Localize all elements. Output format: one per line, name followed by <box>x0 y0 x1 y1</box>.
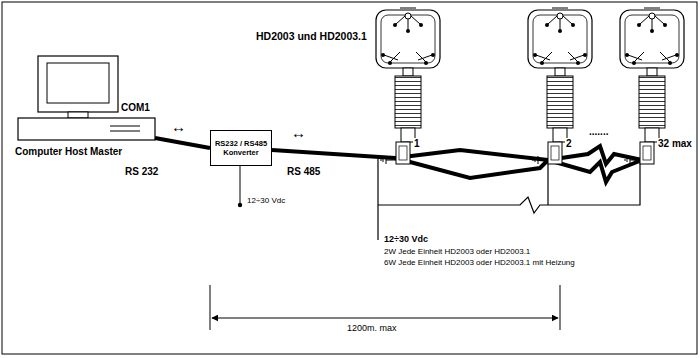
dimension-label: 1200m. max <box>346 323 398 333</box>
bus-name: RS 485 <box>286 166 321 178</box>
box-text: RS232 / RS485 Konverter <box>214 139 268 157</box>
power-note: 2W Jede Einheit HD2003 oder HD2003.1 <box>383 247 531 256</box>
bus-name: RS 232 <box>124 166 159 178</box>
unit-number: 2 <box>565 138 573 150</box>
computer-name: Computer Host Master <box>14 146 123 158</box>
port-name: COM1 <box>120 102 151 114</box>
supply-voltage: 12÷30 Vdc <box>383 234 429 244</box>
converter-box: RS232 / RS485 Konverter <box>210 130 272 166</box>
direction-arrow: ↔ <box>170 118 187 135</box>
direction-arrow: ↔ <box>290 124 307 141</box>
device-title: HD2003 und HD2003.1 <box>255 30 368 42</box>
ellipsis: ....... <box>588 126 609 138</box>
power-note: 6W Jede Einheit HD2003 oder HD2003.1 mit… <box>383 258 576 267</box>
supply-voltage: 12÷30 Vdc <box>246 196 286 205</box>
unit-number: 32 max <box>657 138 693 150</box>
unit-number: 1 <box>413 138 421 150</box>
